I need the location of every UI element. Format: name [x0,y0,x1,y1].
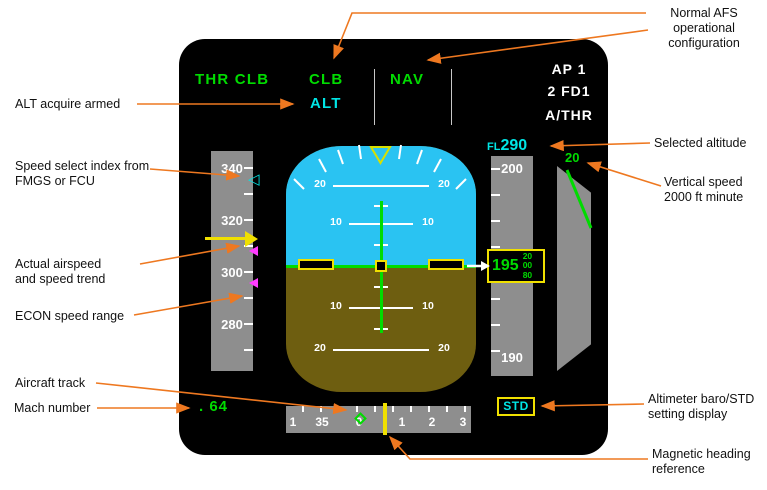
heading-label: 1 [398,415,406,429]
speed-label: 300 [221,265,243,280]
fma-afs-status-column: AP 1 2 FD1 A/THR [529,61,609,123]
speed-label: 280 [221,317,243,332]
fma-ap-status: AP 1 [551,61,587,77]
pitch-label: 20 [438,342,450,354]
altitude-drum: 20 00 80 [522,250,533,281]
heading-reference-line [383,403,387,435]
fma-lateral-mode: NAV [390,71,425,88]
altitude-label: 200 [501,161,523,176]
annotation-aircraft-track: Aircraft track [15,376,86,390]
fma-vertical-mode: CLB [309,71,344,88]
airspeed-pointer-arrow-icon [245,231,258,247]
mach-number-value: . 64 [199,398,229,415]
vertical-speed-scale [557,166,591,371]
pfd-display: THR CLB CLB ALT NAV AP 1 2 FD1 A/THR 340… [179,39,608,455]
annotation-normal-afs: Normal AFS operational configuration [668,6,740,50]
drum-digit: 20 [522,250,533,261]
vertical-speed-value: 20 [565,150,580,165]
heading-label: 1 [289,415,297,429]
pitch-line-up20 [333,185,429,187]
fl-value: 290 [500,137,528,154]
selected-altitude-readout: FL290 [487,137,527,155]
annotation-mach-number: Mach number [14,401,91,415]
annotation-magnetic-heading: Magnetic heading reference [652,447,751,476]
drum-digit: 00 [522,260,533,271]
heading-tape: 1 35 0 1 2 3 [286,406,471,433]
heading-label: 3 [459,415,467,429]
heading-tape-ticks [286,406,471,412]
fma-divider [374,69,375,125]
fma-fd-status: 2 FD1 [547,83,591,99]
airspeed-pointer-line [205,237,247,240]
annotation-selected-altitude: Selected altitude [654,136,747,150]
pitch-line-down20 [333,349,429,351]
fl-prefix: FL [487,141,501,153]
baro-std-display: STD [497,397,535,416]
annotation-vertical-speed: Vertical speed 2000 ft minute [664,175,744,204]
fma-vertical-armed: ALT [310,95,342,112]
heading-label: 35 [315,415,329,429]
altitude-window: 195 20 00 80 [487,249,545,283]
aircraft-wing-left-icon [298,259,334,270]
pitch-label: 20 [314,342,326,354]
annotation-alt-acquire: ALT acquire armed [15,97,121,111]
aircraft-center-box-icon [375,260,387,272]
heading-label: 2 [428,415,436,429]
annotation-actual-airspeed: Actual airspeed and speed trend [15,257,106,286]
speed-tape: 340 320 300 280 [211,151,253,371]
annotation-speed-select: Speed select index from FMGS or FCU [15,159,150,188]
pitch-label: 10 [422,300,434,312]
pitch-label: 10 [422,216,434,228]
pitch-label: 10 [330,216,342,228]
econ-range-upper-mark-icon [249,246,258,256]
heading-label: 0 [355,415,363,429]
altitude-label: 190 [501,350,523,365]
annotation-econ-range: ECON speed range [15,309,125,323]
aircraft-wing-right-icon [428,259,464,270]
pitch-label: 20 [438,178,450,190]
speed-label: 340 [221,161,243,176]
fma-thrust-mode: THR CLB [195,71,270,88]
fma-divider [451,69,452,125]
fma-athr-status: A/THR [545,107,593,123]
speed-tape-ticks [244,151,253,371]
speed-label: 320 [221,213,243,228]
pitch-label: 10 [330,300,342,312]
annotation-altimeter: Altimeter baro/STD setting display [648,392,755,421]
speed-select-index-icon: ◁ [248,171,260,188]
econ-range-lower-mark-icon [249,278,258,288]
current-altitude-value: 195 [492,257,519,274]
pitch-label: 20 [314,178,326,190]
drum-digit: 80 [522,269,533,280]
attitude-indicator: 20 20 10 10 10 10 20 20 [286,146,476,392]
